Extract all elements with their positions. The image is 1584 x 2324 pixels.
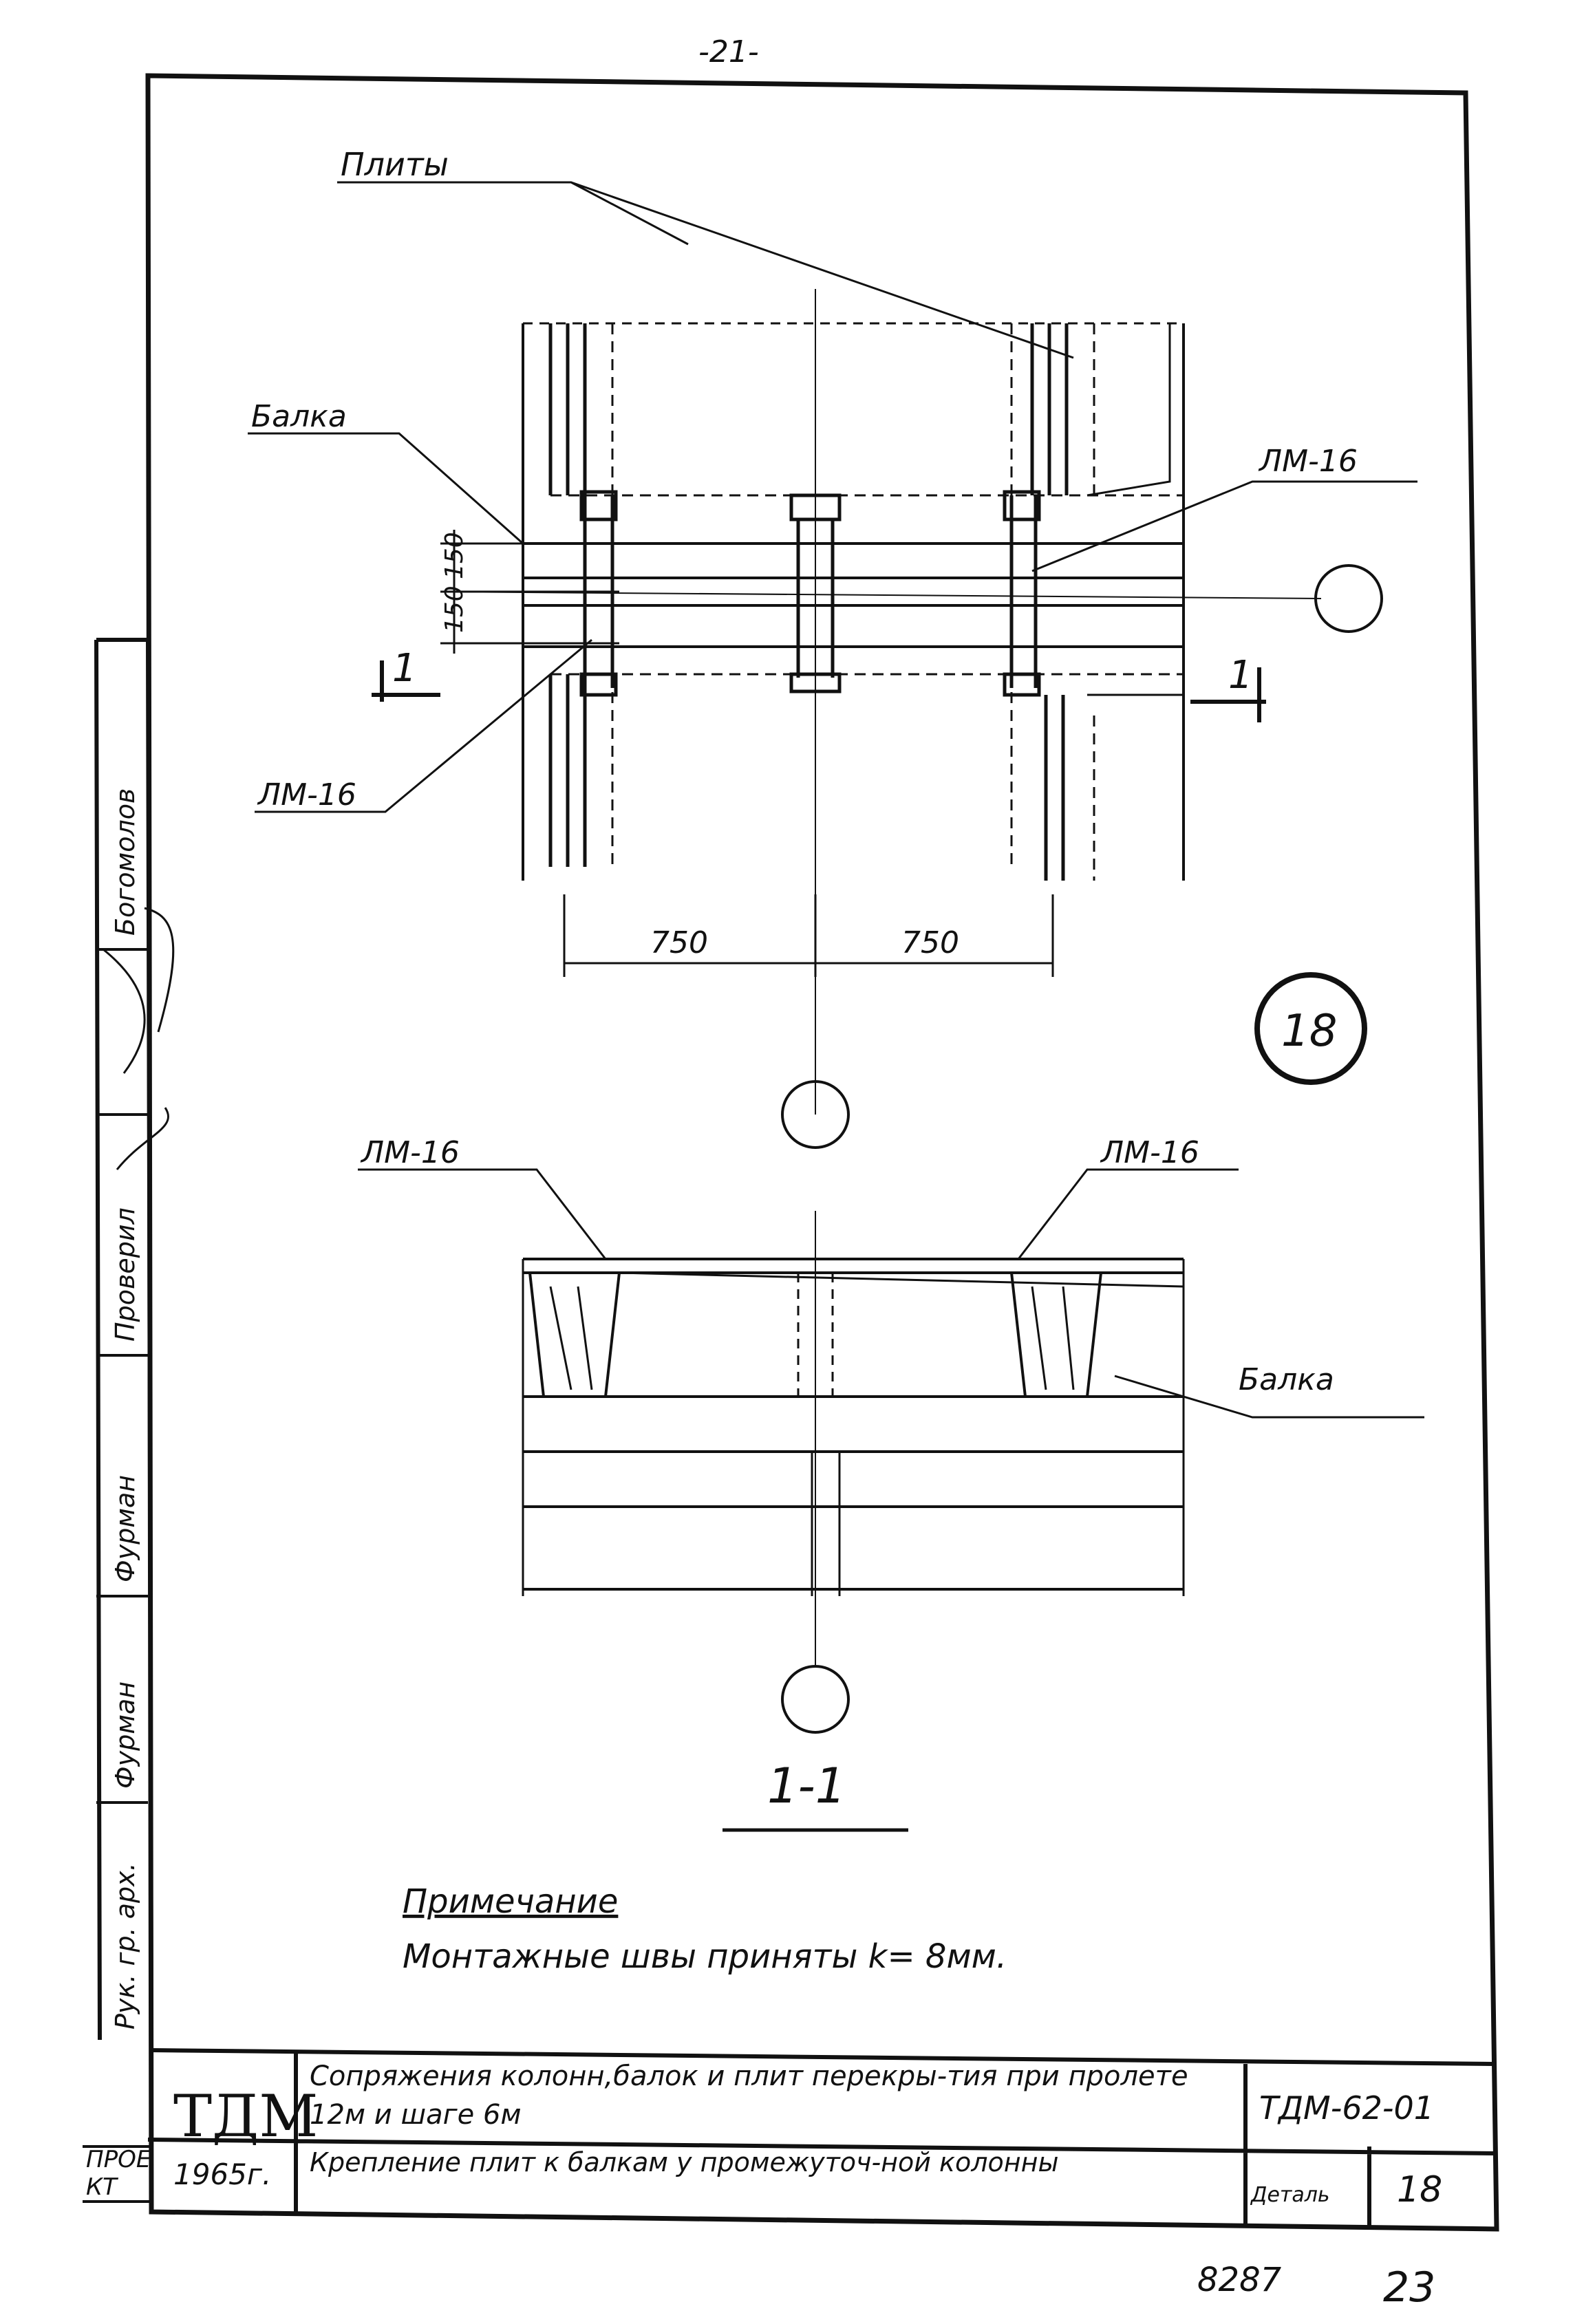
stamp-role-row1: Рук. гр. арх. <box>110 1862 140 2030</box>
axis-bubble-section <box>781 1665 850 1734</box>
detail-number-circle <box>1254 972 1367 1085</box>
org-year: 1965г. <box>173 2158 271 2191</box>
stamp-signatures <box>103 907 175 1170</box>
dim-150-bottom: 150 <box>440 585 469 633</box>
org-name: ТДМ <box>173 2083 318 2150</box>
label-plity: Плиты <box>341 146 449 183</box>
label-lm16-section-left: ЛМ-16 <box>360 1135 460 1170</box>
section-view: 1-1 <box>522 1211 1185 1832</box>
main-title: Сопряжения колонн,балок и плит перекры-т… <box>310 2061 1188 2131</box>
stamp-role-row3: Фурман <box>110 1475 140 1582</box>
main-title-wrap: Сопряжения колонн,балок и плит перекры-т… <box>310 2061 1188 2131</box>
note-text: Монтажные швы приняты k= 8мм. <box>403 1937 1007 1976</box>
dim-150-top: 150 <box>440 532 469 579</box>
side-stamp: Рук. гр. арх. Фурман Фурман Проверил Бог… <box>94 638 175 2041</box>
stamp-role-row4: Проверил <box>110 1207 140 1342</box>
stamp-name-row2: Фурман <box>110 1681 140 1789</box>
note-title: Примечание <box>403 1882 618 1921</box>
detail-value: 18 <box>1397 2169 1442 2210</box>
axis-bubble-center <box>781 1080 850 1149</box>
sheet-frame <box>145 73 1499 2232</box>
section-mark-left: 1 <box>392 646 417 691</box>
stamp-tail-bottom: КТ <box>86 2173 118 2201</box>
page-number: -21- <box>698 34 759 69</box>
sheet-number: 23 <box>1383 2263 1435 2312</box>
sub-title-wrap: Крепление плит к балкам у промежуточ-ной… <box>310 2147 1059 2177</box>
inventory-number: 8287 <box>1197 2261 1282 2299</box>
detail-number: 18 <box>1281 1006 1337 1057</box>
dim-750-left: 750 <box>650 925 708 960</box>
label-lm16-section-right: ЛМ-16 <box>1100 1135 1199 1170</box>
label-balka-top: Балка <box>251 399 347 434</box>
title-block: ТДМ 1965г. ПРОЕ КТ Сопряжения колонн,бал… <box>83 2048 1497 2231</box>
section-mark-right: 1 <box>1228 653 1253 698</box>
sub-title: Крепление плит к балкам у промежуточ-ной… <box>310 2147 1059 2177</box>
section-title: 1-1 <box>767 1758 846 1814</box>
label-lm16-top-right: ЛМ-16 <box>1258 444 1358 479</box>
detail-label: Деталь <box>1250 2183 1330 2207</box>
stamp-tail-top: ПРОЕ <box>86 2146 151 2173</box>
dim-750-right: 750 <box>901 925 959 960</box>
drawing-code: ТДМ-62-01 <box>1259 2089 1434 2127</box>
label-balka-section: Балка <box>1239 1362 1334 1397</box>
axis-bubble-right <box>1314 564 1383 633</box>
stamp-name-row5: Богомолов <box>110 788 140 936</box>
label-lm16-left: ЛМ-16 <box>257 777 356 813</box>
plan-view: 150 150 1 1 750 750 <box>372 289 1383 1149</box>
